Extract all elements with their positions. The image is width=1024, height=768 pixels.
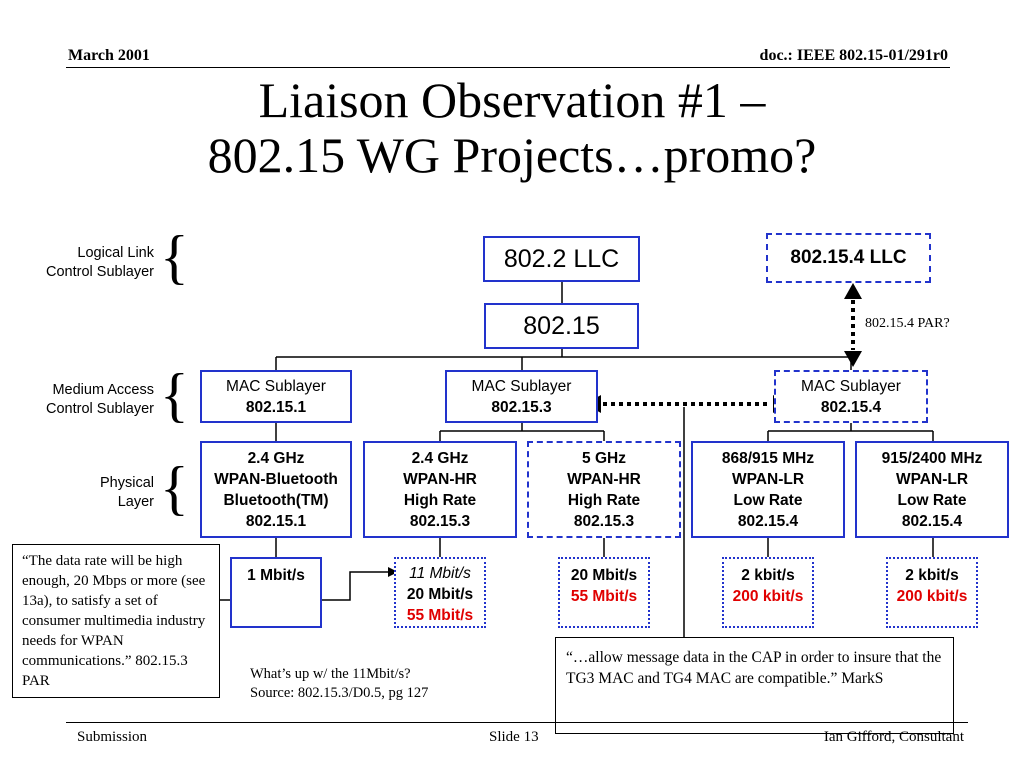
marks-quote-note: “…allow message data in the CAP in order… [555, 637, 954, 734]
logical-link-label: Logical Link Control Sublayer [46, 245, 154, 280]
phy-hr-2-4ghz-box: 2.4 GHz WPAN-HR High Rate 802.15.3 [363, 441, 517, 538]
llc-802-2-box: 802.2 LLC [483, 236, 640, 282]
title-line-2: 802.15 WG Projects…promo? [207, 127, 817, 183]
rate-hr-5ghz-box: 20 Mbit/s 55 Mbit/s [558, 557, 650, 628]
llc-802-15-4-box: 802.15.4 LLC [766, 233, 931, 283]
phy-lr-868-915-box: 868/915 MHz WPAN-LR Low Rate 802.15.4 [691, 441, 845, 538]
rate-lr-868-box: 2 kbit/s 200 kbit/s [722, 557, 814, 628]
phy-lr-915-2400-box: 915/2400 MHz WPAN-LR Low Rate 802.15.4 [855, 441, 1009, 538]
whats-up-note: What’s up w/ the 11Mbit/s? Source: 802.1… [250, 666, 429, 701]
header-doc-id: doc.: IEEE 802.15-01/291r0 [759, 47, 948, 64]
phy-hr-5ghz-box: 5 GHz WPAN-HR High Rate 802.15.3 [527, 441, 681, 538]
par-question-label: 802.15.4 PAR? [865, 316, 950, 331]
wg-802-15-box: 802.15 [484, 303, 639, 349]
header-rule [66, 67, 950, 68]
brace-mac: { [160, 362, 189, 428]
phy-bluetooth-box: 2.4 GHz WPAN-Bluetooth Bluetooth(TM) 802… [200, 441, 352, 538]
rate-lr-2400-box: 2 kbit/s 200 kbit/s [886, 557, 978, 628]
footer-rule [66, 722, 968, 723]
title-line-1: Liaison Observation #1 – [258, 72, 766, 128]
slide-title: Liaison Observation #1 – 802.15 WG Proje… [60, 73, 964, 183]
footer-author: Ian Gifford, Consultant [823, 729, 964, 745]
mac-802-15-3-box: MAC Sublayer 802.15.3 [445, 370, 598, 423]
header-date: March 2001 [68, 47, 150, 64]
brace-phy: { [160, 455, 189, 521]
footer-slide-number: Slide 13 [489, 729, 539, 745]
rate-hr-2-4ghz-box: 11 Mbit/s 20 Mbit/s 55 Mbit/s [394, 557, 486, 628]
medium-access-label: Medium Access Control Sublayer [46, 382, 154, 417]
rate-1mbit-box: 1 Mbit/s [230, 557, 322, 628]
mac-802-15-1-box: MAC Sublayer 802.15.1 [200, 370, 352, 423]
footer-submission: Submission [77, 729, 148, 745]
par-quote-note: “The data rate will be high enough, 20 M… [12, 544, 220, 698]
mac-802-15-4-box: MAC Sublayer 802.15.4 [774, 370, 928, 423]
brace-llc: { [160, 224, 189, 290]
physical-layer-label: Physical Layer [100, 475, 154, 510]
